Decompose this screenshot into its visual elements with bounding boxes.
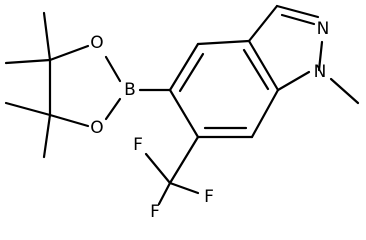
- bond-b-otop: [104, 55, 122, 83]
- bond-me-top-up: [42, 11, 52, 62]
- atom-fluorine-bottom: F: [150, 202, 160, 222]
- bond-c3a-c3: [247, 4, 279, 43]
- bond-c3a-c4: [196, 39, 251, 46]
- bond-b-obottom: [104, 97, 122, 121]
- bond-c3-n2: [275, 4, 320, 19]
- bond-c3-n2-inner: [280, 13, 316, 26]
- bond-c5-c6: [168, 88, 200, 139]
- bond-c4-c5-inner: [178, 52, 205, 93]
- bond-me-top-left: [4, 58, 52, 65]
- bond-otop-c: [48, 44, 90, 62]
- bond-c7-c7a: [250, 88, 280, 139]
- atom-fluorine-left: F: [133, 135, 143, 155]
- atom-fluorine-right: F: [204, 187, 214, 207]
- bond-me-bottom-down: [42, 113, 52, 159]
- atom-nitrogen-2: N: [317, 19, 330, 39]
- bond-c6-cf3: [168, 135, 200, 185]
- structure-diagram: B O O N N F F F: [4, 4, 360, 222]
- bond-c4-c5: [168, 42, 200, 92]
- bond-n1-methyl: [329, 77, 360, 105]
- bond-obottom-c: [48, 113, 90, 128]
- atom-boron: B: [124, 80, 136, 100]
- atom-labels: B O O N N F F F: [90, 19, 329, 222]
- bond-me-bottom-left: [4, 101, 52, 117]
- atom-oxygen-top: O: [90, 33, 103, 53]
- bond-c7a-c3a-inner: [242, 48, 270, 91]
- atom-oxygen-bottom: O: [90, 118, 103, 138]
- bond-c7a-c3a: [247, 39, 280, 92]
- bond-cf3-fleft: [144, 152, 172, 185]
- atom-nitrogen-1: N: [314, 62, 327, 82]
- bond-n2-n1: [317, 40, 324, 72]
- bond-cf3-fright: [168, 181, 200, 195]
- bonds: [4, 4, 360, 206]
- bond-n1-c7a: [276, 70, 311, 92]
- bond-cf3-fbottom: [157, 181, 172, 206]
